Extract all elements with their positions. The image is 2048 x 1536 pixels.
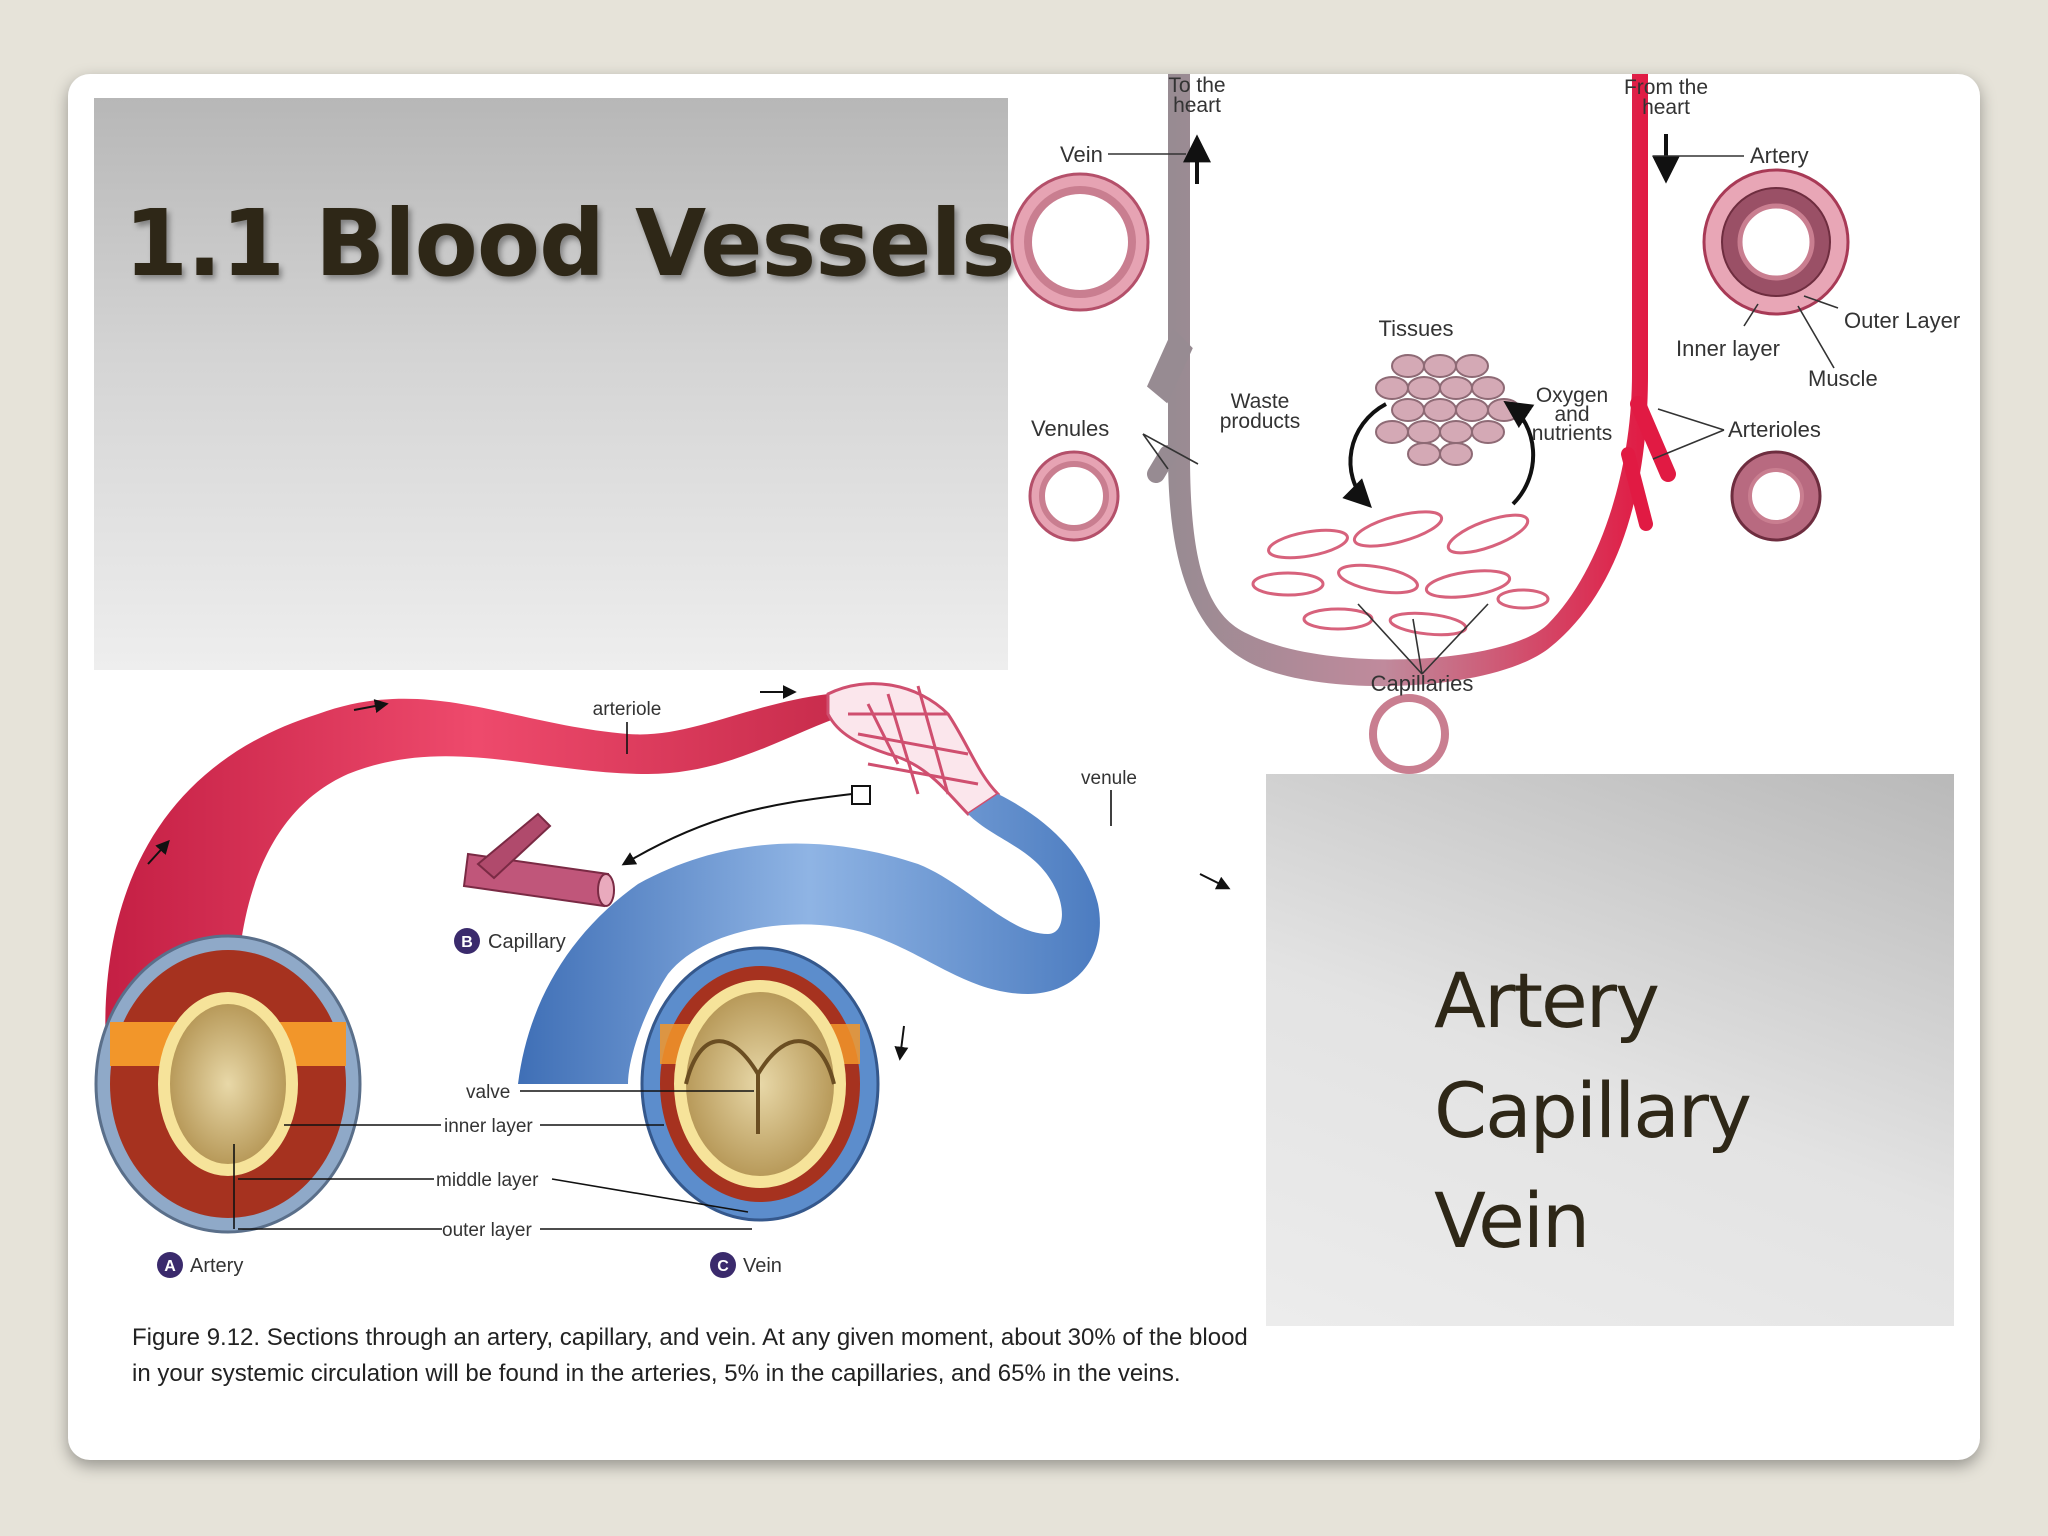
outer-layer-label: Outer Layer — [1844, 308, 1960, 333]
badge-c — [710, 1252, 736, 1278]
oxygen-label-3: nutrients — [1532, 422, 1613, 445]
artery-fig-label: Artery — [190, 1255, 243, 1277]
oxygen-arrow — [1503, 400, 1535, 506]
capillary-bed — [1251, 510, 1550, 637]
middle-layer-label: middle layer — [436, 1170, 539, 1191]
venule-cross-section — [1028, 450, 1120, 542]
from-heart-label-1: From the — [1624, 76, 1708, 99]
arteriole-branch-2 — [1621, 447, 1653, 531]
valve-label: valve — [466, 1082, 510, 1103]
artery-cross-section — [1702, 168, 1850, 316]
capillary-piece — [462, 812, 615, 908]
waste-label-1: Waste — [1231, 390, 1290, 413]
circulation-vessel — [1168, 74, 1648, 687]
artery-section — [94, 934, 362, 1234]
circulation-leader-lines — [1108, 153, 1839, 675]
magnify-arrow — [621, 793, 853, 866]
oxygen-label-2: and — [1554, 403, 1589, 426]
badge-a-letter: A — [164, 1258, 176, 1275]
magnify-box — [851, 785, 871, 805]
slide-title: 1.1 Blood Vessels — [124, 190, 1016, 297]
capillary-label: Capillary — [488, 931, 566, 953]
inner-layer-label: inner layer — [444, 1116, 533, 1137]
badge-b — [454, 928, 480, 954]
to-heart-label-1: To the — [1168, 74, 1225, 97]
vein-tube — [518, 794, 1100, 1084]
capillary-network — [826, 682, 1001, 816]
inner-layer-label: Inner layer — [1676, 336, 1780, 361]
badge-c-letter: C — [717, 1258, 729, 1275]
diagrams: To the heart From the heart Vein Artery … — [94, 74, 1960, 1278]
waste-arrow — [1342, 402, 1387, 508]
arteriole-branch-1 — [1630, 396, 1676, 482]
badge-a — [157, 1252, 183, 1278]
terms-list: Artery Capillary Vein — [1434, 946, 1752, 1276]
vein-fig-label: Vein — [743, 1255, 782, 1277]
slide: 1.1 Blood Vessels — [68, 74, 1980, 1460]
vein-label: Vein — [1060, 142, 1103, 167]
venule-label: venule — [1081, 768, 1137, 789]
capillaries-label: Capillaries — [1371, 671, 1474, 696]
title-panel: 1.1 Blood Vessels — [94, 98, 1016, 670]
tissues-label: Tissues — [1379, 316, 1454, 341]
vein-section — [640, 946, 880, 1222]
artery-tube — [105, 694, 849, 1064]
circulation-diagram: To the heart From the heart Vein Artery … — [1010, 74, 1960, 774]
term-capillary: Capillary — [1434, 1066, 1752, 1155]
waste-label-2: products — [1220, 410, 1301, 433]
to-heart-label-2: heart — [1173, 94, 1221, 117]
figure-caption: Figure 9.12. Sections through an artery,… — [132, 1324, 1248, 1387]
terms-panel: Artery Capillary Vein — [1266, 774, 1954, 1326]
vessel-leader-lines — [233, 722, 1112, 1230]
tissue-cells — [1375, 354, 1521, 466]
vessel-figure: arteriole venule B Capillary valve inner… — [94, 682, 1231, 1278]
venules-label: Venules — [1031, 416, 1109, 441]
badge-b-letter: B — [461, 934, 473, 951]
term-vein: Vein — [1434, 1176, 1590, 1265]
oxygen-label-1: Oxygen — [1536, 384, 1608, 407]
venule-branch — [1146, 328, 1193, 483]
flow-arrows — [147, 685, 1231, 1061]
arterioles-label: Arterioles — [1728, 417, 1821, 442]
term-artery: Artery — [1434, 956, 1660, 1045]
vein-cross-section — [1010, 172, 1150, 312]
capillary-cross-section — [1369, 694, 1449, 774]
arteriole-cross-section — [1730, 450, 1822, 542]
from-heart-label-2: heart — [1642, 96, 1690, 119]
outer-layer-label-fig: outer layer — [442, 1220, 532, 1241]
arteriole-label: arteriole — [593, 699, 662, 720]
muscle-label: Muscle — [1808, 366, 1878, 391]
artery-label: Artery — [1750, 143, 1809, 168]
